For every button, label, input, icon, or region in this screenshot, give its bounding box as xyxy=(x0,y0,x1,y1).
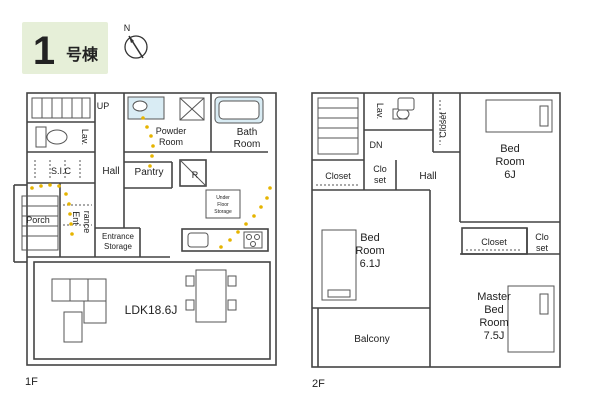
sofa xyxy=(51,278,107,343)
washer-icon xyxy=(179,97,205,121)
badge-suffix: 号棟 xyxy=(66,45,99,64)
label-hall-1f: Hall xyxy=(102,166,119,177)
label-floor-2f: 2F xyxy=(312,378,325,390)
label-lav-2f: Lav. xyxy=(375,103,385,119)
floor-2 xyxy=(311,92,561,368)
stairs-1f xyxy=(21,97,91,251)
label-powder-2: Room xyxy=(159,137,183,147)
sink-2f-icon xyxy=(397,97,415,111)
label-closet-b: Closet xyxy=(325,171,351,181)
label-master-3: Room xyxy=(479,317,508,329)
label-bed2-3: 6.1J xyxy=(360,258,381,270)
label-master-4: 7.5J xyxy=(484,330,505,342)
floor-2-labels: Lav. DN Closet Closet Clo set Hall Bed R… xyxy=(312,103,549,390)
bed-icon xyxy=(507,285,555,353)
label-balcony: Balcony xyxy=(354,334,390,345)
floor-1-labels: UP Lav. Powder Room Bath Room S.I.C Hall… xyxy=(25,101,260,388)
label-closet-short-1b: set xyxy=(374,175,387,185)
label-underfloor-2: Floor xyxy=(217,202,229,208)
label-lav-1f: Lav. xyxy=(80,129,90,145)
label-porch: Porch xyxy=(26,215,50,225)
label-underfloor-3: Storage xyxy=(214,209,232,215)
sink-icon xyxy=(132,100,148,112)
label-bath-1: Bath xyxy=(237,127,258,138)
label-closet-short-1a: Clo xyxy=(373,164,387,174)
floor-2-fixtures xyxy=(316,97,555,353)
toilet-icon xyxy=(35,126,68,148)
label-closet-c: Closet xyxy=(481,237,507,247)
label-bed1-1: Bed xyxy=(500,143,520,155)
circulation-dots-1f xyxy=(30,116,272,249)
compass-north: N xyxy=(124,23,131,33)
kitchen-sink-icon xyxy=(187,232,209,248)
underfloor-storage xyxy=(205,189,241,219)
label-up: UP xyxy=(97,101,110,111)
badge-number: 1 xyxy=(33,29,55,73)
label-underfloor-1: Under xyxy=(216,195,230,201)
compass-icon: N xyxy=(124,23,148,59)
label-hall-2f: Hall xyxy=(419,171,436,182)
label-bed2-1: Bed xyxy=(360,232,380,244)
building-badge: 1 号棟 xyxy=(22,22,108,74)
label-bed2-2: Room xyxy=(355,245,384,257)
label-floor-1f: 1F xyxy=(25,376,38,388)
label-dn: DN xyxy=(370,140,383,150)
label-sic: S.I.C xyxy=(51,166,72,176)
label-bed1-3: 6J xyxy=(504,169,516,181)
label-entrance-1: Ent xyxy=(71,211,81,225)
label-bath-2: Room xyxy=(234,139,261,150)
label-closet-a: Closet xyxy=(438,112,448,138)
label-powder-1: Powder xyxy=(156,126,187,136)
label-r: R xyxy=(192,170,199,180)
label-entrance-storage-2: Storage xyxy=(104,242,133,251)
floor-1-fixtures xyxy=(21,96,264,343)
stairs-2f xyxy=(317,97,359,155)
floor-1 xyxy=(13,92,277,366)
stove-icon xyxy=(243,231,263,249)
label-bed1-2: Room xyxy=(495,156,524,168)
label-master-2: Bed xyxy=(484,304,504,316)
dining-table xyxy=(185,269,237,323)
label-master-1: Master xyxy=(477,291,511,303)
label-pantry: Pantry xyxy=(135,167,164,178)
label-closet-short-2b: set xyxy=(536,243,549,253)
label-closet-short-2a: Clo xyxy=(535,232,549,242)
label-entrance-storage-1: Entrance xyxy=(102,232,135,241)
bed-icon xyxy=(321,229,357,301)
label-ldk: LDK18.6J xyxy=(125,303,178,317)
label-entrance-2: rance xyxy=(82,211,92,234)
bed-icon xyxy=(485,99,553,133)
